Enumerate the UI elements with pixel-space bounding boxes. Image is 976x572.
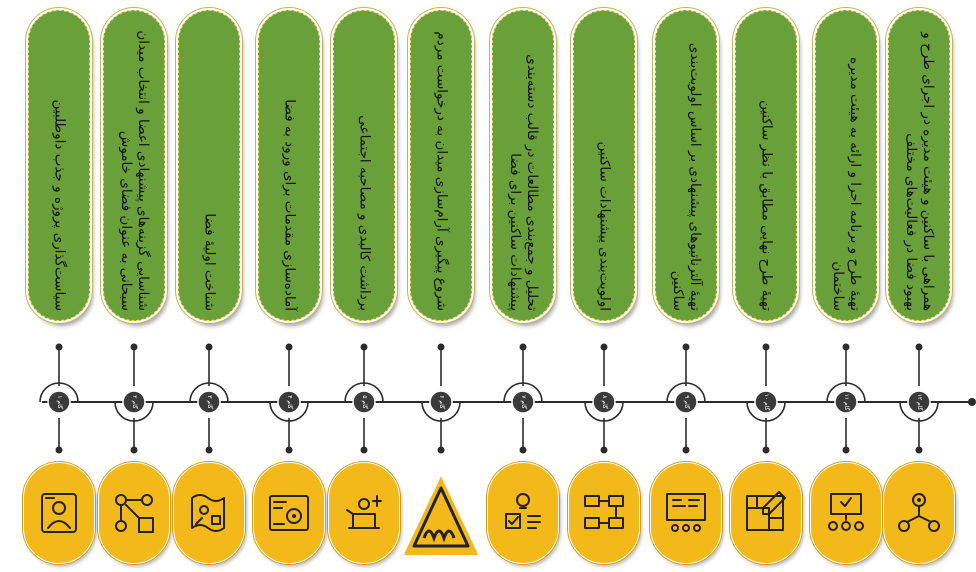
step-7-node	[511, 390, 535, 414]
step-7-card: تحلیل و جمع‌بندی مطالعات در قالب دسته‌بن…	[492, 10, 554, 321]
step-9-text: تهیهٔ آلترناتیوهای پیشنهادی بر اساس اولو…	[670, 42, 703, 311]
team-person-icon	[41, 493, 77, 533]
priority-list-icon	[584, 495, 624, 529]
step-4-dot-bottom	[285, 446, 293, 454]
warning-sign-icon	[402, 471, 480, 557]
step-3-dot-bottom	[205, 446, 213, 454]
step-9-card: تهیهٔ آلترناتیوهای پیشنهادی بر اساس اولو…	[655, 10, 717, 321]
step-3-text: شناخت اولیهٔ فضا	[201, 212, 218, 311]
step-4-icon-badge	[253, 462, 325, 564]
options-network-icon	[115, 494, 154, 533]
step-4-card: آماده‌سازی مقدمات برای ورود به فضا	[258, 10, 320, 321]
step-1-node	[47, 390, 71, 414]
step-7-arc	[503, 382, 543, 403]
step-4-text: آماده‌سازی مقدمات برای ورود به فضا	[281, 98, 298, 311]
settings-panel-icon	[269, 495, 309, 531]
step-3-card: شناخت اولیهٔ فضا	[178, 10, 240, 321]
step-9-dot-top	[682, 343, 690, 351]
step-4-node	[277, 390, 301, 414]
analysis-idea-icon	[505, 493, 541, 529]
timeline-end-dot	[968, 398, 976, 406]
step-11-arc	[826, 382, 866, 403]
step-8-icon-badge	[568, 462, 640, 564]
step-8-text: اولویت‌بندی پیشنهادات ساکنین	[596, 141, 613, 311]
step-6-icon-badge	[398, 466, 484, 562]
step-1-text: سیاست‌گذاری پروژه و جذب داوطلبین	[51, 99, 68, 311]
step-6-arc	[421, 401, 461, 422]
alternatives-board-icon	[666, 493, 706, 532]
step-7-dot-top	[519, 343, 527, 351]
step-5-node	[352, 390, 376, 414]
step-2-icon-badge	[98, 462, 170, 564]
step-1-dot-top	[55, 343, 63, 351]
step-5-dot-bottom	[360, 446, 368, 454]
step-2-dot-bottom	[130, 446, 138, 454]
survey-interview-icon	[346, 495, 382, 529]
step-12-arc	[899, 401, 939, 422]
step-9-arc	[666, 382, 706, 403]
site-map-icon	[191, 494, 225, 532]
step-11-dot-bottom	[842, 446, 850, 454]
step-3-arc	[189, 382, 229, 403]
step-2-card: شناسایی گزینه‌های پیشنهادی اعضا و انتخاب…	[103, 10, 165, 321]
step-1-card: سیاست‌گذاری پروژه و جذب داوطلبین	[28, 10, 90, 321]
step-11-card: تهیهٔ طرح و برنامه اجرا و ارائه به هیئت …	[815, 10, 877, 321]
step-12-dot-top	[915, 343, 923, 351]
step-12-dot-bottom	[915, 446, 923, 454]
step-10-dot-bottom	[762, 446, 770, 454]
step-9-dot-bottom	[682, 446, 690, 454]
step-8-card: اولویت‌بندی پیشنهادات ساکنین	[573, 10, 635, 321]
step-8-node	[592, 390, 616, 414]
step-9-icon-badge	[650, 462, 722, 564]
step-8-arc	[584, 401, 624, 422]
step-12-icon-badge	[883, 462, 955, 564]
step-1-dot-bottom	[55, 446, 63, 454]
step-2-dot-top	[130, 343, 138, 351]
step-3-dot-top	[205, 343, 213, 351]
step-10-card: تهیهٔ طرح نهایی مطابق با نظر ساکنین	[735, 10, 797, 321]
step-3-icon-badge	[173, 462, 245, 564]
step-11-dot-top	[842, 343, 850, 351]
step-1-icon-badge	[23, 462, 95, 564]
step-7-text: تحلیل و جمع‌بندی مطالعات در قالب دسته‌بن…	[507, 53, 540, 311]
step-2-text: شناسایی گزینه‌های پیشنهادی اعضا و انتخاب…	[118, 29, 151, 311]
step-1-arc	[39, 382, 79, 403]
presentation-meeting-icon	[828, 493, 864, 531]
step-7-icon-badge	[487, 462, 559, 564]
step-11-icon-badge	[810, 462, 882, 564]
step-5-card: برداشت کالبدی و مصاحبه اجتماعی	[333, 10, 395, 321]
step-5-icon-badge	[328, 462, 400, 564]
step-6-dot-top	[437, 343, 445, 351]
step-11-node	[834, 390, 858, 414]
step-6-text: شروع پیگیری آرام‌سازی میدان به درخواست م…	[433, 30, 450, 311]
step-12-node	[907, 390, 931, 414]
step-5-arc	[344, 382, 384, 403]
community-network-icon	[898, 493, 940, 532]
step-7-dot-bottom	[519, 446, 527, 454]
step-5-dot-top	[360, 343, 368, 351]
step-6-card: شروع پیگیری آرام‌سازی میدان به درخواست م…	[410, 10, 472, 321]
step-4-dot-top	[285, 343, 293, 351]
step-5-text: برداشت کالبدی و مصاحبه اجتماعی	[356, 114, 373, 311]
step-10-dot-top	[762, 343, 770, 351]
step-10-node	[754, 390, 778, 414]
step-2-node	[122, 390, 146, 414]
blueprint-plan-icon	[746, 491, 786, 531]
step-8-dot-top	[600, 343, 608, 351]
step-10-text: تهیهٔ طرح نهایی مطابق با نظر ساکنین	[758, 99, 775, 311]
step-4-arc	[269, 401, 309, 422]
step-8-dot-bottom	[600, 446, 608, 454]
step-2-arc	[114, 401, 154, 422]
step-9-node	[674, 390, 698, 414]
step-3-node	[197, 390, 221, 414]
step-12-card: همراهی با ساکنین و هیئت مدیره در اجرای ط…	[888, 10, 950, 321]
step-12-text: همراهی با ساکنین و هیئت مدیره در اجرای ط…	[903, 31, 936, 311]
step-10-icon-badge	[730, 462, 802, 564]
step-6-node	[429, 390, 453, 414]
step-11-text: تهیهٔ طرح و برنامه اجرا و ارائه به هیئت …	[830, 56, 863, 311]
step-6-dot-bottom	[437, 446, 445, 454]
step-10-arc	[746, 401, 786, 422]
